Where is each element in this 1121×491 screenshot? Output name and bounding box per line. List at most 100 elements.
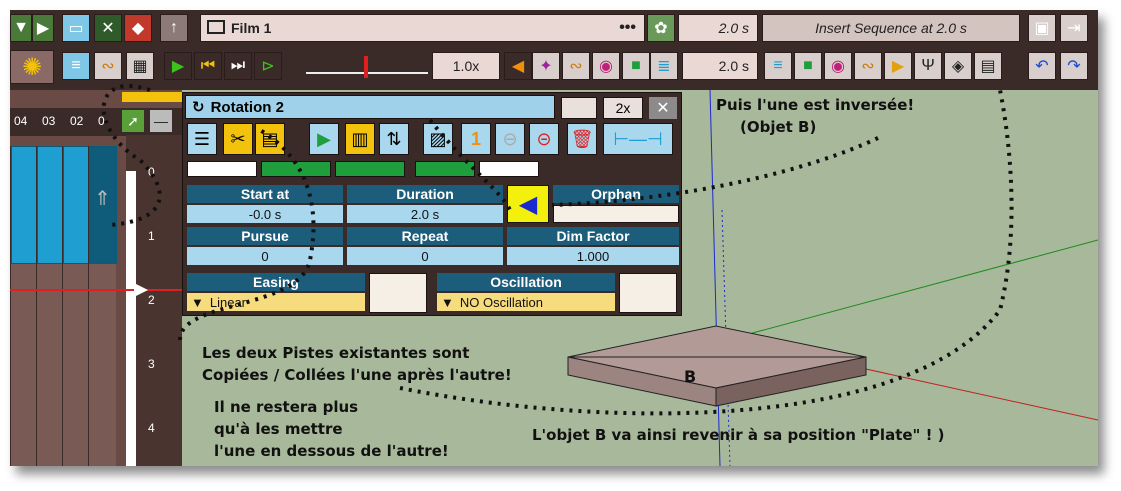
film-reel-icon[interactable]: ✿: [647, 14, 675, 42]
playhead-marker[interactable]: [134, 283, 148, 297]
ruler-scale: [126, 171, 136, 466]
paste-icon[interactable]: ▤: [974, 52, 1002, 80]
nodes-icon-3[interactable]: ∾: [854, 52, 882, 80]
pursue-value[interactable]: 0: [187, 247, 343, 265]
settings-gear-icon[interactable]: ✺: [10, 50, 54, 84]
oscillation-value: NO Oscillation: [459, 294, 543, 310]
disable-icon[interactable]: ⊖: [495, 123, 525, 155]
sliders-icon[interactable]: ≡: [62, 52, 90, 80]
ruler-label: 2: [148, 293, 155, 307]
time-field-top[interactable]: 2.0 s: [678, 14, 758, 42]
repeat-value[interactable]: 0: [347, 247, 503, 265]
orphan-header: Orphan: [553, 185, 679, 203]
folder-icon[interactable]: ▥: [345, 123, 375, 155]
orphan-slider[interactable]: [553, 205, 679, 223]
track-label-01: 0: [98, 114, 105, 128]
track-clip[interactable]: [37, 146, 63, 264]
ruler-label: 3: [148, 357, 155, 371]
eye-icon[interactable]: ◉: [592, 52, 620, 80]
dim-factor-value[interactable]: 1.000: [507, 247, 679, 265]
time-field-second[interactable]: 2.0 s: [682, 52, 758, 80]
rotation-panel: ↻ Rotation 2 2x ✕ ☰ ✂ ▤ ▶ ▥ ⇅ ▨ 1 ⊖ ⊝ 🗑 …: [182, 92, 682, 316]
film-dots[interactable]: •••: [619, 19, 636, 36]
link-icon[interactable]: ⊢—⊣: [603, 123, 673, 155]
stop-icon[interactable]: ⊝: [529, 123, 559, 155]
play-triangle-icon[interactable]: ▶: [884, 52, 912, 80]
play-icon[interactable]: ▶: [164, 52, 192, 80]
track-label-03: 03: [42, 114, 56, 128]
oscillation-dropdown[interactable]: ▼ NO Oscillation: [437, 293, 615, 311]
time-ruler: 0 1 2 3 4: [126, 135, 182, 466]
insert-sequence-button[interactable]: Insert Sequence at 2.0 s: [762, 14, 1020, 42]
dim-factor-header: Dim Factor: [507, 227, 679, 245]
eye-icon-2[interactable]: ◉: [824, 52, 852, 80]
tools-icon[interactable]: ✕: [94, 14, 122, 42]
rotate-icon: ↻: [192, 99, 205, 116]
ruby-icon[interactable]: ◆: [124, 14, 152, 42]
sort-icon[interactable]: ⇅: [379, 123, 409, 155]
zoom-button[interactable]: 2x: [603, 97, 643, 119]
skip-end-icon[interactable]: ⏭: [224, 52, 252, 80]
range-bar-1[interactable]: [187, 161, 257, 177]
speed-field[interactable]: 1.0x: [432, 52, 500, 80]
align-left-icon[interactable]: ≡: [764, 52, 792, 80]
paw-icon[interactable]: ✦: [532, 52, 560, 80]
undo-icon[interactable]: ↶: [1028, 52, 1056, 80]
track-04[interactable]: [10, 146, 37, 466]
nodes-icon[interactable]: ∾: [94, 52, 122, 80]
time-scrubber[interactable]: [306, 56, 428, 78]
play-arrow-icon[interactable]: ▶: [32, 14, 54, 42]
diagonal-thumb[interactable]: [561, 97, 597, 119]
play-select-icon[interactable]: ▶: [309, 123, 339, 155]
film-selector[interactable]: Film 1 •••: [200, 14, 645, 42]
scrubber-handle[interactable]: [364, 56, 368, 78]
film-clip-icon[interactable]: ▨: [423, 123, 453, 155]
range-bar-3[interactable]: [335, 161, 405, 177]
one-icon[interactable]: 1: [461, 123, 491, 155]
monitor-icon[interactable]: ▭: [62, 14, 90, 42]
skip-start-icon[interactable]: ⏮: [194, 52, 222, 80]
calculator-icon[interactable]: ▦: [126, 52, 154, 80]
easing-curve-preview[interactable]: [369, 273, 427, 313]
close-icon[interactable]: ✕: [649, 97, 677, 119]
track-icon[interactable]: ≣: [650, 52, 678, 80]
range-bar-2[interactable]: [261, 161, 331, 177]
collapse-arrow-icon[interactable]: ▼: [10, 14, 32, 42]
track-clip[interactable]: [11, 146, 37, 264]
start-at-header: Start at: [187, 185, 343, 203]
back-arrow-icon[interactable]: ◀: [504, 52, 532, 80]
trash-icon[interactable]: 🗑: [567, 123, 597, 155]
oscillation-curve-preview[interactable]: [619, 273, 677, 313]
track-03[interactable]: [36, 146, 63, 466]
playhead-line: [10, 289, 182, 291]
up-arrow-icon[interactable]: ↑: [160, 14, 188, 42]
track-clip[interactable]: [63, 146, 89, 264]
minus-icon[interactable]: —: [150, 110, 172, 132]
camera-icon[interactable]: ■: [622, 52, 650, 80]
track-02[interactable]: [62, 146, 89, 466]
panel-title-bar: ↻ Rotation 2: [185, 95, 555, 119]
range-bar-4[interactable]: [415, 161, 475, 177]
annotation-objet-b: L'objet B va ainsi revenir à sa position…: [532, 426, 945, 444]
pursue-header: Pursue: [187, 227, 343, 245]
start-at-value[interactable]: -0.0 s: [187, 205, 343, 223]
cube-icon[interactable]: ◈: [944, 52, 972, 80]
select-arrow-icon[interactable]: ➚: [122, 110, 144, 132]
play-selection-icon[interactable]: ⊳: [254, 52, 282, 80]
orphan-toggle-icon[interactable]: ◀: [507, 185, 549, 223]
cut-icon[interactable]: ✂: [223, 123, 253, 155]
list-icon[interactable]: ☰: [187, 123, 217, 155]
range-bar-5[interactable]: [479, 161, 539, 177]
nodes-icon-2[interactable]: ∾: [562, 52, 590, 80]
move-up-icon[interactable]: ⇑: [94, 188, 111, 210]
paste-icon[interactable]: ▤: [255, 123, 285, 155]
fountain-icon[interactable]: Ψ: [914, 52, 942, 80]
track-label-04: 04: [14, 114, 28, 128]
camera-icon-2[interactable]: ■: [794, 52, 822, 80]
easing-dropdown[interactable]: ▼ Linear: [187, 293, 365, 311]
exit-icon[interactable]: ⇥: [1060, 14, 1088, 42]
track-label-02: 02: [70, 114, 84, 128]
redo-icon[interactable]: ↷: [1060, 52, 1088, 80]
save-icon[interactable]: ▣: [1028, 14, 1056, 42]
duration-value[interactable]: 2.0 s: [347, 205, 503, 223]
